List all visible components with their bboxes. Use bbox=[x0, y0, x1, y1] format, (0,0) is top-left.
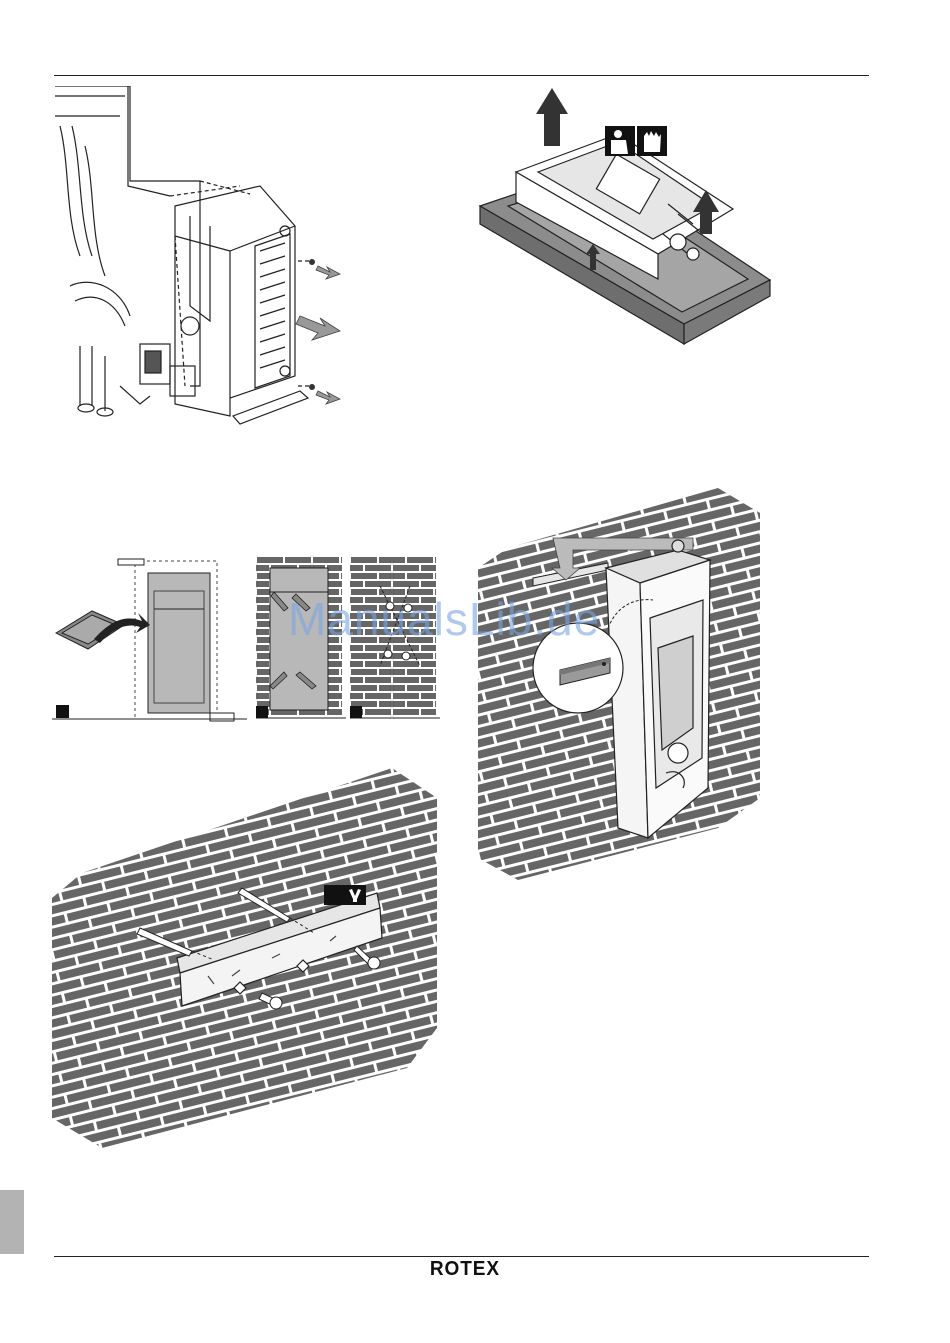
chapter-tab bbox=[0, 1190, 24, 1254]
figure-template-step-1 bbox=[52, 553, 247, 725]
brand-logo: ROTEX bbox=[430, 1258, 500, 1281]
step-marker-icon bbox=[256, 706, 268, 718]
step-marker-icon bbox=[350, 706, 362, 718]
footer-rule bbox=[54, 1256, 869, 1257]
tools-icon bbox=[324, 885, 366, 905]
figure-unit-lift bbox=[478, 84, 778, 349]
step-marker-icon bbox=[56, 705, 69, 718]
figure-wall-bracket bbox=[52, 768, 442, 1148]
header-rule bbox=[54, 75, 869, 76]
figure-switchbox-removal bbox=[50, 86, 360, 426]
arrow-icon bbox=[296, 266, 340, 404]
figure-unit-hang bbox=[478, 488, 763, 880]
gloves-icon bbox=[637, 126, 667, 156]
watermark: ManualsLib.de bbox=[288, 592, 600, 646]
person-lift-icon bbox=[605, 126, 635, 156]
